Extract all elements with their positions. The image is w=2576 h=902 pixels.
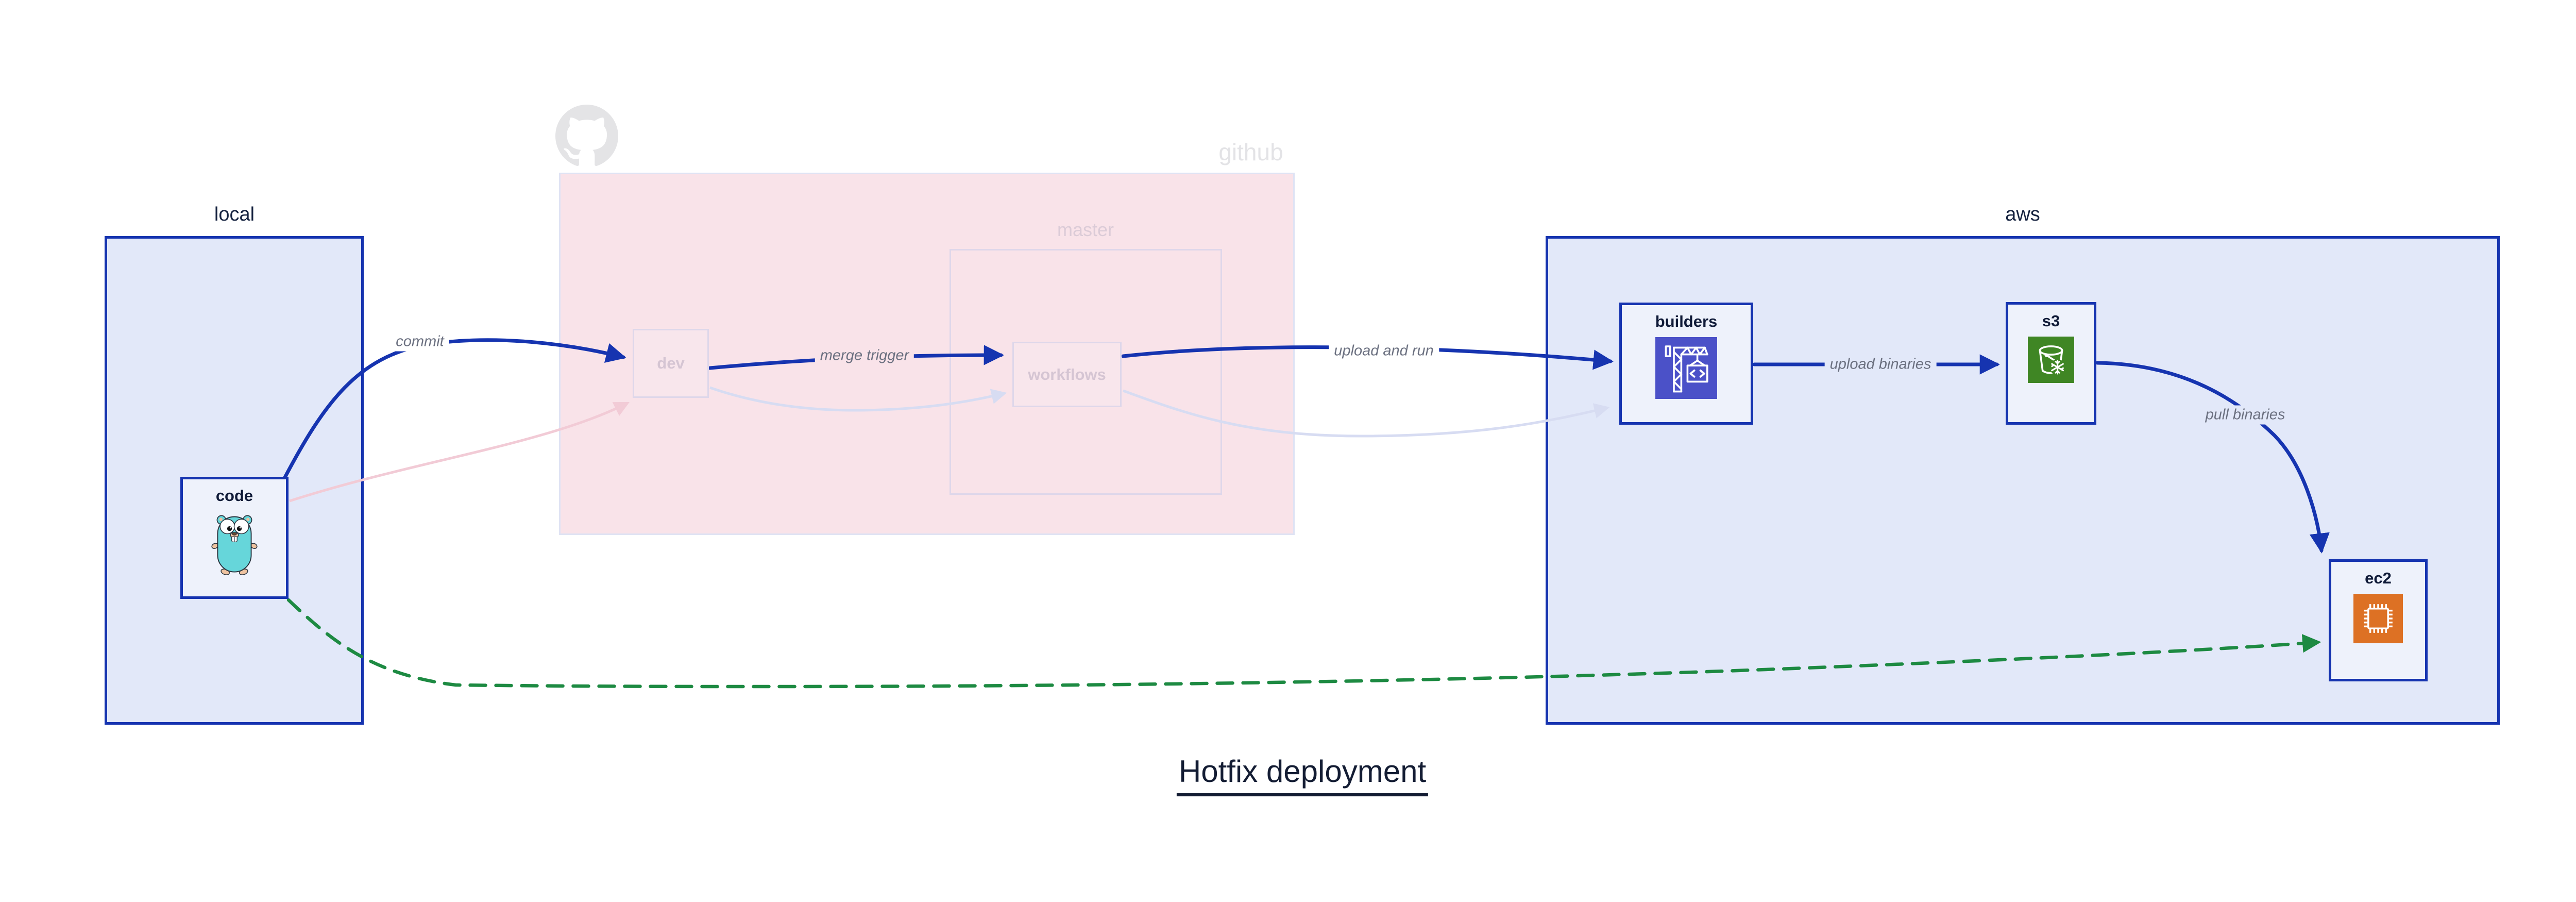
ec2-chip-icon [2353, 594, 2403, 646]
node-workflows-label: workflows [1028, 365, 1106, 383]
local-container-label: local [214, 204, 255, 225]
edge-hotfix-dashed-line [286, 598, 2321, 689]
edge-code-dev-faded [289, 402, 630, 503]
diagram-title: Hotfix deployment [1176, 754, 1429, 796]
edge-label-merge-trigger: merge trigger [815, 346, 914, 365]
node-s3-label: s3 [2042, 312, 2060, 330]
node-builders-label: builders [1655, 312, 1718, 330]
edge-label-pull-binaries: pull binaries [2200, 405, 2291, 425]
node-s3: s3 [2006, 302, 2096, 425]
node-ec2: ec2 [2329, 559, 2428, 681]
aws-container-label: aws [2005, 204, 2040, 225]
node-builders: builders [1619, 303, 1753, 425]
node-dev-label: dev [657, 354, 685, 372]
edge-workflows-builders-faded [1123, 389, 1610, 438]
edge-pull-binaries-line [2095, 361, 2330, 554]
github-container-label: github [1218, 139, 1283, 165]
node-ec2-label: ec2 [2365, 569, 2392, 587]
master-container-label: master [1057, 219, 1114, 240]
node-code: code [180, 477, 289, 599]
node-code-label: code [215, 487, 253, 505]
go-gopher-icon [206, 511, 263, 579]
github-logo-icon [555, 105, 618, 170]
edge-label-upload-and-run: upload and run [1329, 341, 1439, 361]
node-workflows: workflows [1012, 342, 1122, 407]
edge-dev-workflows-faded [709, 386, 1007, 412]
codebuild-crane-icon [1655, 337, 1717, 402]
edge-label-commit: commit [391, 332, 449, 352]
master-container [950, 249, 1222, 495]
node-dev: dev [633, 329, 709, 398]
s3-bucket-snowflake-icon [2028, 337, 2074, 386]
edge-label-upload-binaries: upload binaries [1824, 355, 1937, 374]
